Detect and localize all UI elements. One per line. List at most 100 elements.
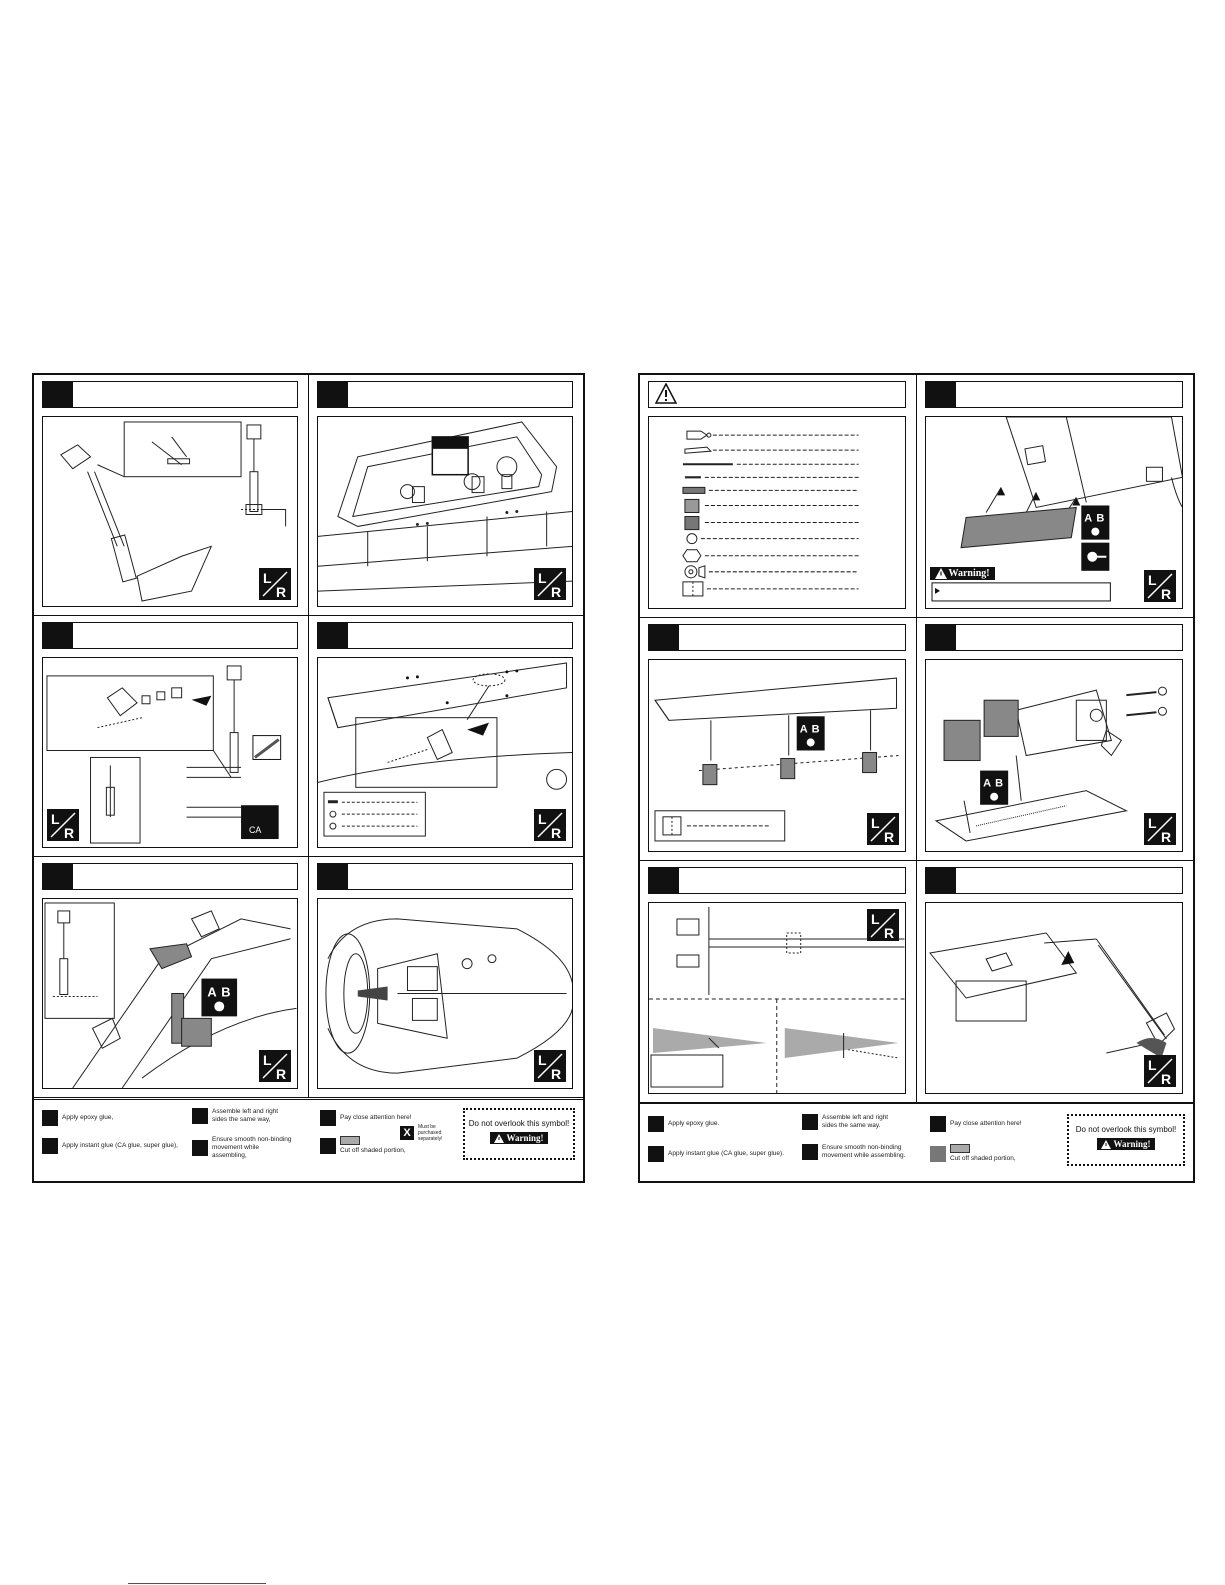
cut-icon: [930, 1145, 946, 1162]
step-number-block: [925, 382, 956, 407]
step-header: [924, 867, 1183, 894]
legend-purchase: X Must be purchased separately!: [400, 1124, 456, 1142]
svg-text:L: L: [538, 570, 547, 586]
footer-link-underline: [128, 1583, 266, 1584]
legend-epoxy: Apply epoxy glue,: [42, 1110, 113, 1126]
step-number-block: [317, 623, 348, 648]
ca-glue-icon: [42, 1138, 58, 1154]
hardware-parts-list: [682, 430, 859, 597]
svg-text:R: R: [1161, 829, 1171, 845]
svg-text:L: L: [51, 811, 60, 827]
servo-linkage-drawing: CA: [46, 665, 282, 844]
step-header: [924, 624, 1183, 651]
svg-text:A: A: [800, 723, 808, 735]
pointing-hand-icon: [930, 1116, 946, 1132]
step-number-block: [43, 864, 73, 889]
legend-ca: Apply instant glue (CA glue, super glue)…: [42, 1138, 178, 1154]
svg-text:R: R: [276, 1066, 286, 1082]
step-header: [42, 863, 298, 890]
warning-badge: Warning!: [929, 567, 995, 580]
warning-triangle-icon: [494, 1133, 505, 1143]
step-header: [42, 622, 298, 649]
svg-text:L: L: [871, 911, 880, 927]
step-number-block: [925, 868, 956, 893]
hinge-alignment-drawing: [649, 907, 905, 1093]
svg-text:R: R: [1161, 586, 1171, 602]
step-number-block: [317, 382, 348, 407]
step-header: [42, 381, 298, 408]
step-header: [648, 381, 906, 408]
parts-list-illustration: [648, 416, 906, 609]
pointing-hand-icon: [320, 1110, 336, 1126]
symbol-legend: Apply epoxy glue, Apply instant glue (CA…: [34, 1099, 583, 1181]
svg-text:A: A: [1084, 513, 1092, 525]
svg-text:R: R: [276, 584, 286, 600]
legend-left-right: Assemble left and right sides the same w…: [192, 1108, 292, 1124]
fuselage-interior-drawing: [324, 918, 572, 1074]
svg-text:L: L: [263, 1052, 272, 1068]
legend-attention: Pay close attention here!: [320, 1110, 412, 1126]
step-header: [648, 867, 906, 894]
epoxy-ab-icon: [648, 1116, 664, 1132]
svg-text:L: L: [1148, 1057, 1157, 1073]
svg-text:L: L: [538, 1052, 547, 1068]
svg-text:R: R: [551, 584, 561, 600]
retract-mount-drawing: A B: [44, 902, 297, 1088]
step-panel-r1: [640, 375, 917, 618]
warning-badge: Warning!: [1097, 1138, 1155, 1150]
ca-glue-icon: [648, 1146, 664, 1162]
warning-triangle-icon: [934, 568, 947, 579]
svg-text:L: L: [538, 811, 547, 827]
left-right-icon: [192, 1108, 208, 1124]
step-number-block: [43, 382, 73, 407]
legend-ca: Apply instant glue (CA glue, super glue)…: [648, 1146, 784, 1162]
aileron-hinge-drawing: A B: [931, 417, 1182, 602]
step-header: [316, 381, 573, 408]
legend-smooth: Ensure smooth non-binding movement while…: [802, 1144, 908, 1160]
warning-triangle-icon: [655, 383, 677, 404]
svg-text:A: A: [207, 984, 216, 999]
legend-smooth: Ensure smooth non-binding movement while…: [192, 1136, 294, 1160]
svg-text:L: L: [263, 570, 272, 586]
legend-cut: Cut off shaded portion,: [320, 1136, 406, 1155]
servo-install-drawing: A B: [934, 686, 1167, 842]
landing-gear-strut-drawing: [60, 421, 287, 602]
svg-text:R: R: [884, 925, 894, 941]
shaded-swatch: [340, 1136, 360, 1145]
control-surface-hinge-drawing: A B: [654, 677, 899, 842]
legend-left-right: Assemble left and right sides the same w…: [802, 1114, 904, 1130]
cut-icon: [320, 1137, 336, 1154]
smooth-movement-icon: [192, 1140, 208, 1156]
step-header: [924, 381, 1183, 408]
warning-badge: Warning!: [490, 1132, 548, 1144]
svg-text:R: R: [884, 829, 894, 845]
legend-cut: Cut off shaded portion,: [930, 1144, 1016, 1163]
pushrod-linkage-drawing: [928, 932, 1175, 1058]
symbol-legend: Apply epoxy glue. Apply instant glue (CA…: [640, 1103, 1193, 1181]
step-number-block: [649, 868, 679, 893]
note-box: Do not overlook this symbol! Warning!: [463, 1108, 575, 1160]
